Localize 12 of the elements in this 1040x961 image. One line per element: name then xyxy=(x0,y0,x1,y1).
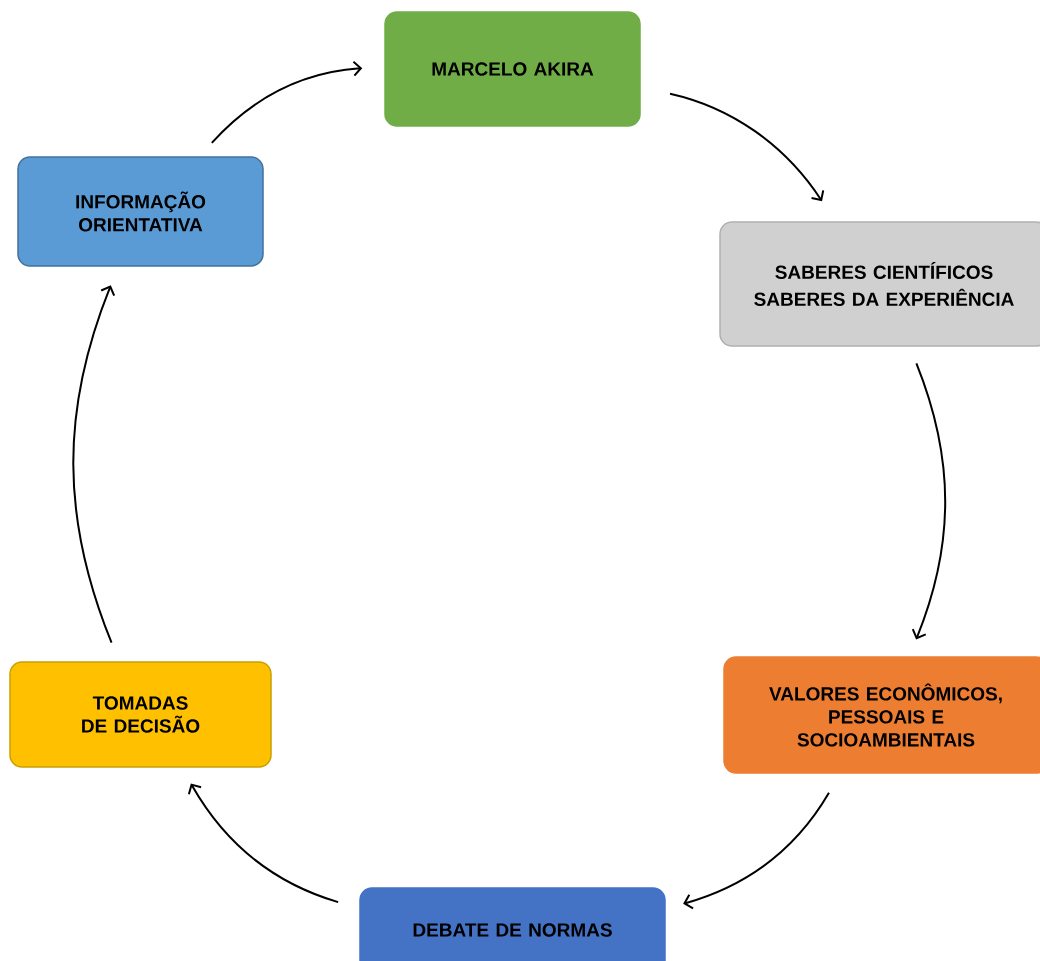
arrow xyxy=(210,60,363,144)
arrow xyxy=(187,783,340,904)
arrow xyxy=(669,92,825,202)
arrow xyxy=(683,791,830,910)
process-box: MARCELO AKIRA xyxy=(384,11,641,127)
process-box: SABERES CIENTÍFICOS SABERES DA EXPERIÊNCIA xyxy=(719,221,1040,347)
process-box: DEBATE DE NORMAS xyxy=(359,887,666,961)
process-box: VALORES ECONÔMICOS, PESSOAIS E SOCIOAMBIENTAIS xyxy=(723,656,1040,774)
process-box: TOMADAS DE DECISÃO xyxy=(9,661,272,768)
arrow xyxy=(72,285,116,644)
process-box: INFORMAÇÃO ORIENTATIVA xyxy=(17,156,264,267)
arrow xyxy=(911,362,947,640)
